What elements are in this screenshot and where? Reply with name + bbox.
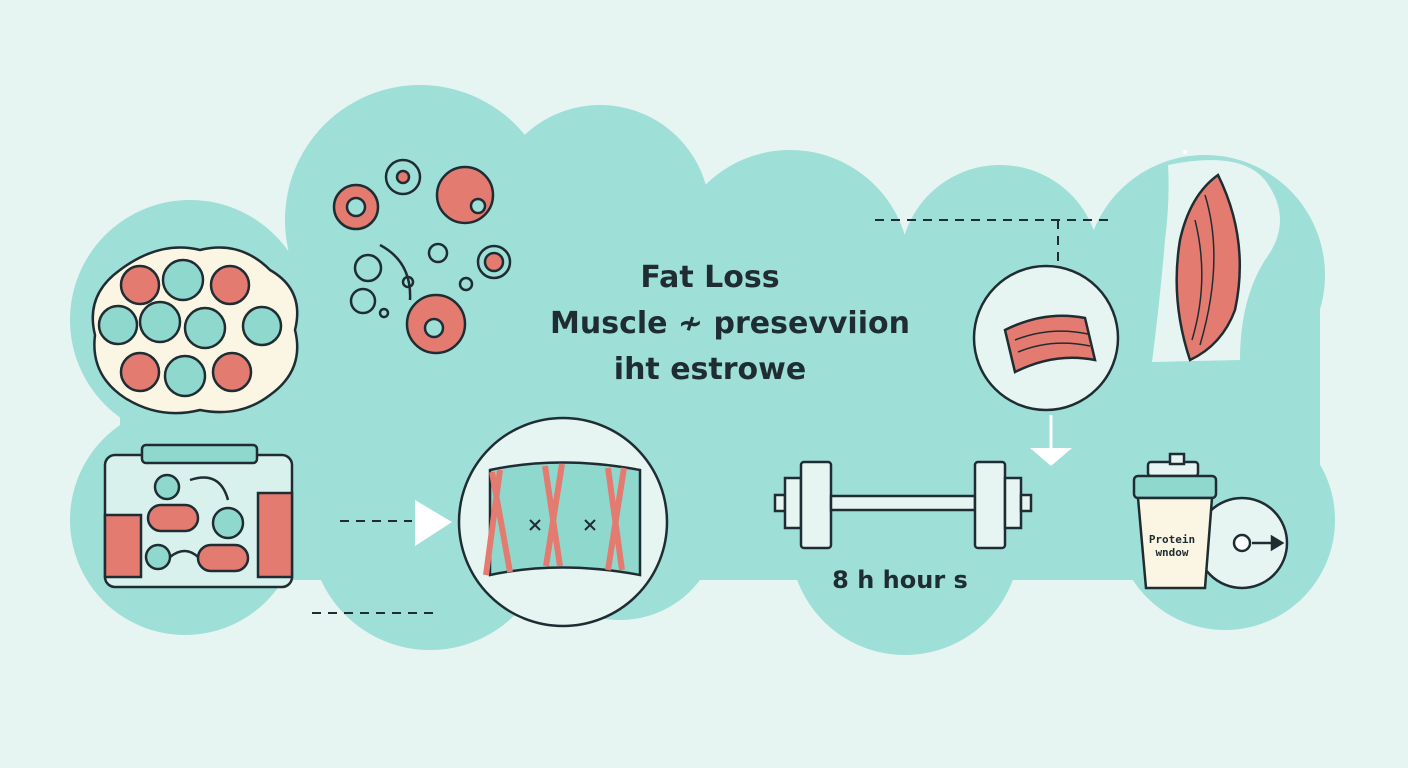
floating-cells-icon — [332, 158, 512, 355]
arrow-right-icon — [415, 500, 452, 546]
dumbbell-icon — [773, 460, 1033, 550]
shaker-label: Protein wndow — [1136, 533, 1208, 559]
muscle-strips-icon — [972, 264, 1120, 412]
dashed-connectors — [312, 219, 1110, 614]
shaker-label-line-2: wndow — [1155, 546, 1189, 559]
title-line-2: Muscle ≁ presevviion — [550, 306, 910, 341]
title-line-1: Fat Loss — [640, 260, 780, 295]
muscle-body-icon — [1152, 150, 1280, 362]
fat-cell-cluster-icon — [91, 246, 299, 415]
protein-shaker-icon — [1132, 452, 1289, 590]
timer-label: 8 h hour s — [832, 566, 968, 594]
cell-container-icon — [103, 443, 294, 589]
title-line-3: iht estrowe — [613, 352, 807, 387]
arrow-down-icon — [1030, 448, 1072, 466]
shaker-label-line-1: Protein — [1148, 533, 1196, 546]
muscle-fiber-icon — [457, 416, 669, 628]
